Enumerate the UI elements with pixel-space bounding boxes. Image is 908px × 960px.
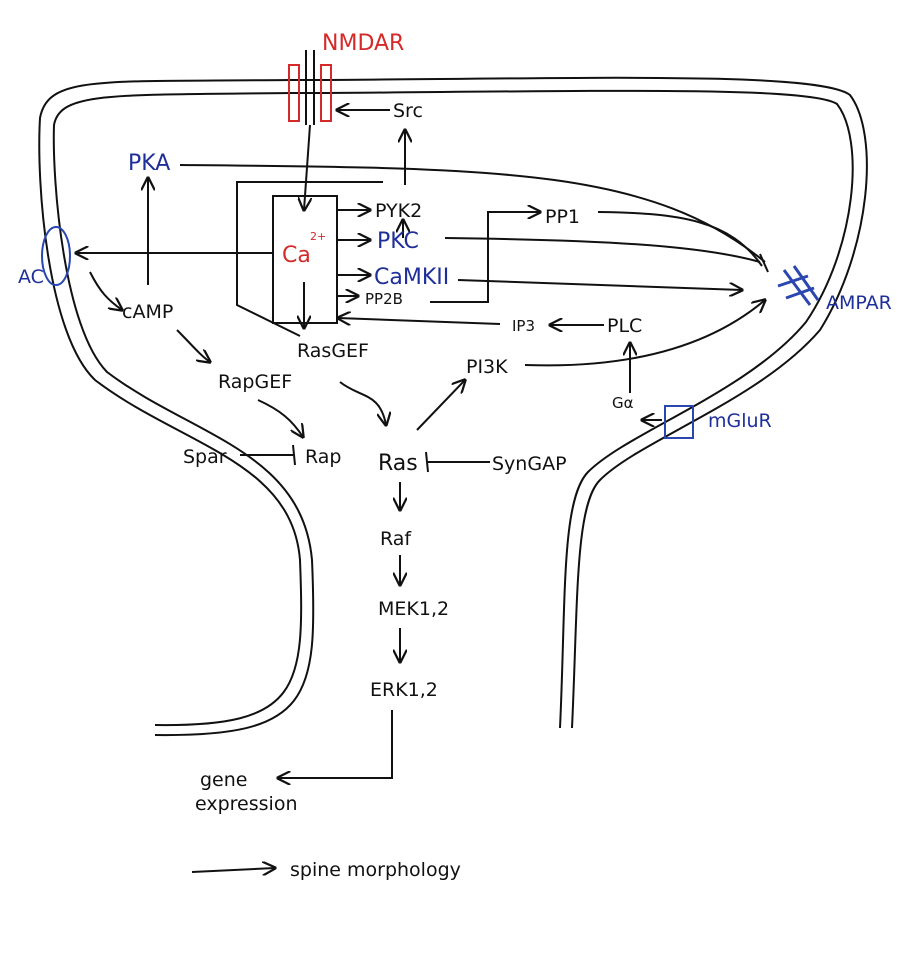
calcium-label: Ca: [282, 243, 311, 268]
plc-label: PLC: [607, 315, 642, 337]
pathway-edges: [76, 110, 765, 872]
pkc-label: PKC: [377, 229, 419, 254]
ampar-receptor: [777, 265, 820, 306]
ac-channel: [41, 226, 71, 286]
calcium-charge-label: 2+: [310, 230, 326, 243]
syngap-label: SynGAP: [492, 453, 567, 475]
src-label: Src: [393, 100, 423, 122]
rap-label: Rap: [305, 446, 342, 468]
mglur-label: mGluR: [708, 410, 772, 432]
ip3-label: IP3: [512, 317, 535, 335]
ampar-label: AMPAR: [826, 292, 892, 314]
pka-label: PKA: [128, 151, 170, 176]
ras-label: Ras: [378, 451, 418, 476]
spine-morphology-label: spine morphology: [290, 859, 461, 881]
nmdar-channel: [288, 50, 332, 125]
spine-membrane: [38, 76, 868, 737]
pp1-label: PP1: [545, 206, 580, 228]
pp2b-label: PP2B: [365, 290, 403, 308]
ac-label: AC: [18, 266, 44, 288]
erk-label: ERK1,2: [370, 679, 438, 701]
pi3k-label: PI3K: [466, 356, 508, 378]
gene-label: gene: [200, 769, 247, 791]
rapgef-label: RapGEF: [218, 371, 292, 393]
galpha-label: Gα: [612, 394, 634, 412]
outer-bracket: [236, 181, 383, 337]
rasgef-label: RasGEF: [297, 340, 369, 362]
raf-label: Raf: [380, 528, 412, 550]
camkii-label: CaMKII: [374, 265, 449, 290]
node-labels: NMDAR Src PKA PYK2 PP1 Ca 2+ PKC CaMKII …: [18, 31, 892, 881]
mglur-receptor: [664, 405, 694, 439]
camp-label: cAMP: [122, 301, 173, 323]
spar-label: Spar: [183, 446, 227, 468]
nmdar-label: NMDAR: [322, 31, 404, 56]
inhibition-bars: [292, 253, 769, 473]
pyk2-label: PYK2: [375, 200, 422, 222]
expression-label: expression: [195, 793, 298, 815]
mek-label: MEK1,2: [378, 598, 449, 620]
